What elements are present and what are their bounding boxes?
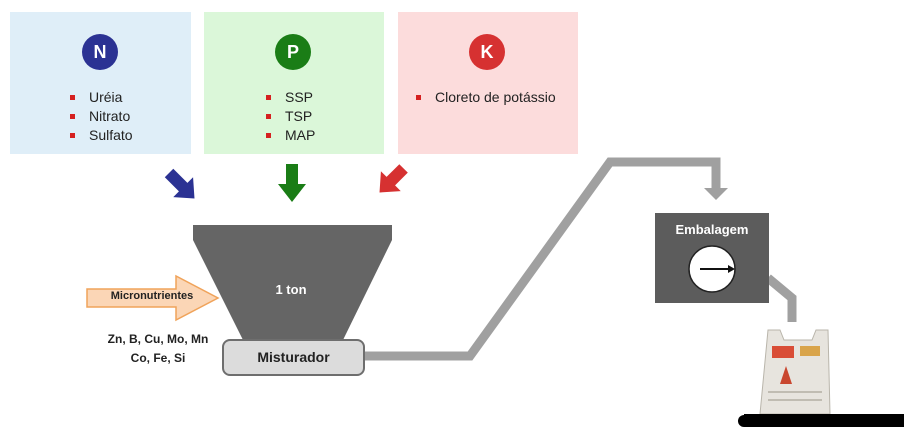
micronutrients-label: Micronutrientes [110, 290, 194, 302]
pipe [365, 157, 721, 361]
bottom-bar [744, 414, 904, 427]
arrow-down-left-icon [379, 164, 408, 193]
micronutrients-list: Zn, B, Cu, Mo, Mn Co, Fe, Si [78, 330, 238, 368]
nutrient-box-p: P SSP TSP MAP [204, 12, 384, 154]
hopper [193, 225, 392, 340]
micronutrients-line-2: Co, Fe, Si [130, 351, 186, 365]
arrow-down-icon [278, 164, 306, 202]
fertilizer-bag-icon [759, 329, 831, 415]
nutrient-badge-k: K [469, 34, 505, 70]
list-item: Uréia [70, 88, 133, 107]
micronutrients-arrow [86, 274, 220, 322]
packaging-label: Embalagem [675, 222, 749, 237]
nutrient-list-k: Cloreto de potássio [416, 88, 556, 107]
micronutrients-line-1: Zn, B, Cu, Mo, Mn [107, 332, 209, 346]
mixer-box: Misturador [222, 339, 365, 376]
nutrient-badge-n: N [82, 34, 118, 70]
nutrient-box-n: N Uréia Nitrato Sulfato [10, 12, 191, 154]
gauge-needle-tip [728, 265, 735, 273]
mixer-label: Misturador [257, 349, 330, 365]
nutrient-list-n: Uréia Nitrato Sulfato [70, 88, 133, 145]
list-item: Cloreto de potássio [416, 88, 556, 107]
nutrient-box-k: K Cloreto de potássio [398, 12, 578, 154]
outlet-pipe [765, 274, 797, 322]
nutrient-badge-p: P [275, 34, 311, 70]
hopper-label: 1 ton [275, 282, 307, 297]
arrow-down-right-icon [164, 168, 195, 199]
pipe-arrow-head [704, 188, 728, 200]
list-item: Sulfato [70, 126, 133, 145]
nutrient-list-p: SSP TSP MAP [266, 88, 315, 145]
list-item: Nitrato [70, 107, 133, 126]
list-item: TSP [266, 107, 315, 126]
bottom-bar-cap [738, 415, 750, 427]
list-item: MAP [266, 126, 315, 145]
list-item: SSP [266, 88, 315, 107]
